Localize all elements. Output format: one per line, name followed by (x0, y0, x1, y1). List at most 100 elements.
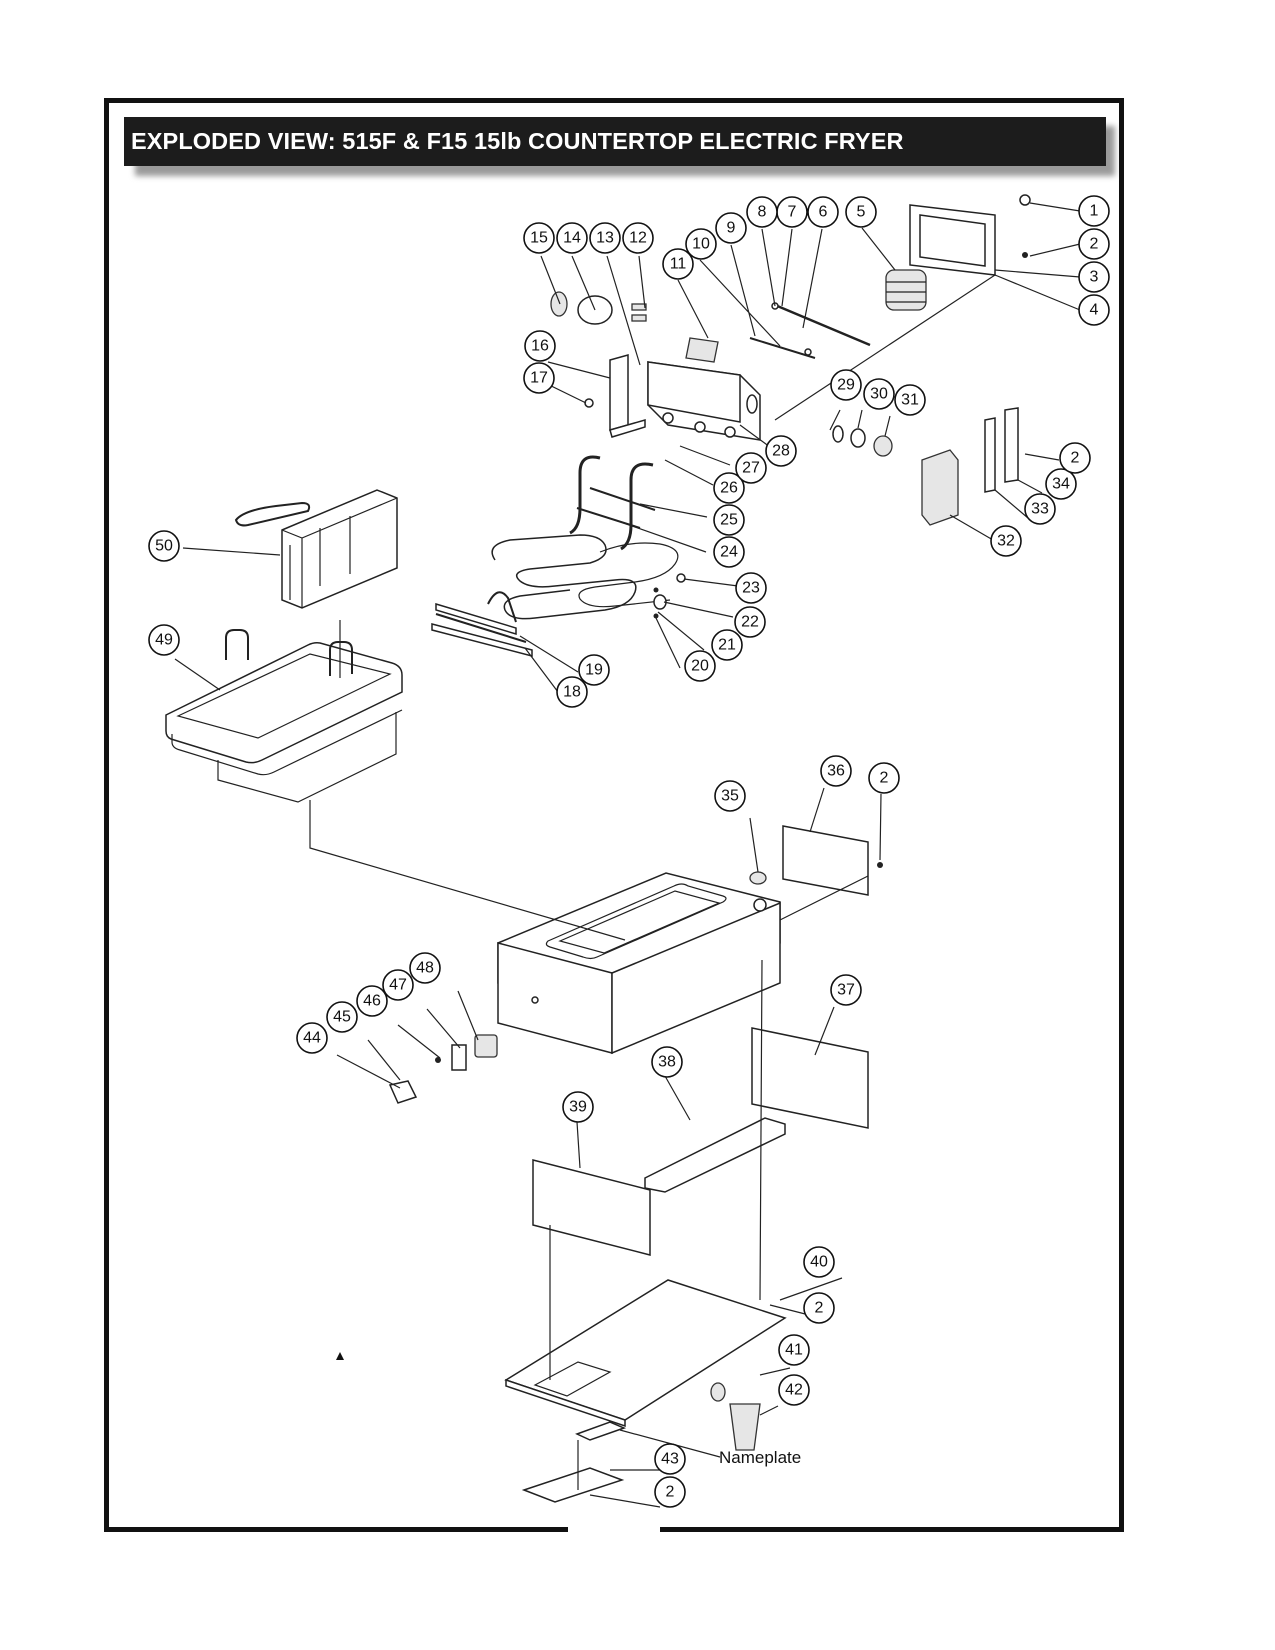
svg-text:2: 2 (1090, 236, 1099, 253)
svg-text:19: 19 (585, 662, 603, 679)
svg-text:37: 37 (837, 982, 855, 999)
svg-text:1: 1 (1090, 203, 1099, 220)
svg-text:7: 7 (788, 204, 797, 221)
callout-20: 20 (684, 650, 716, 682)
callout-16: 16 (524, 330, 556, 362)
callout-22: 22 (734, 606, 766, 638)
element-hardware (653, 573, 686, 619)
svg-text:15: 15 (530, 230, 548, 247)
callout-2d: 2 (654, 1476, 686, 1508)
thermostat (685, 337, 719, 363)
callout-25: 25 (713, 504, 745, 536)
svg-text:2: 2 (1071, 450, 1080, 467)
top-plug-and-panel (749, 825, 883, 896)
svg-text:9: 9 (727, 220, 736, 237)
callout-2e: 2 (1059, 442, 1091, 474)
svg-text:2: 2 (815, 1300, 824, 1317)
callout-38: 38 (651, 1046, 683, 1078)
nameplate-label: Nameplate (719, 1448, 801, 1467)
callout-2c: 2 (803, 1292, 835, 1324)
callout-33: 33 (1024, 493, 1056, 525)
svg-text:39: 39 (569, 1099, 587, 1116)
callout-31: 31 (894, 384, 926, 416)
svg-text:8: 8 (758, 204, 767, 221)
svg-text:2: 2 (666, 1484, 675, 1501)
heating-element (491, 455, 679, 620)
callout-43: 43 (654, 1443, 686, 1475)
svg-text:18: 18 (563, 684, 581, 701)
callout-4: 4 (1078, 294, 1110, 326)
rear-plate (909, 194, 1031, 276)
svg-text:24: 24 (720, 544, 738, 561)
svg-text:30: 30 (870, 386, 888, 403)
svg-text:34: 34 (1052, 476, 1070, 493)
callout-37: 37 (830, 974, 862, 1006)
svg-text:42: 42 (785, 1382, 803, 1399)
svg-text:23: 23 (742, 580, 760, 597)
svg-text:49: 49 (155, 632, 173, 649)
svg-text:33: 33 (1031, 501, 1049, 518)
callout-5: 5 (845, 196, 877, 228)
callout-12: 12 (622, 222, 654, 254)
fry-pot (165, 629, 403, 803)
control-head (647, 361, 761, 441)
callout-40: 40 (803, 1246, 835, 1278)
callout-21: 21 (711, 629, 743, 661)
svg-text:40: 40 (810, 1254, 828, 1271)
element-bracket (584, 354, 646, 438)
border-gap (568, 1522, 660, 1536)
element-clamps (576, 487, 656, 529)
callout-2: 2 (1078, 228, 1110, 260)
support-channel (644, 1117, 786, 1193)
nameplate-parts (336, 1352, 627, 1503)
callout-29: 29 (830, 369, 862, 401)
callout-23: 23 (735, 572, 767, 604)
fryer-cabinet (497, 872, 781, 1055)
callout-35: 35 (714, 780, 746, 812)
svg-text:36: 36 (827, 763, 845, 780)
svg-text:22: 22 (741, 614, 759, 631)
callout-42: 42 (778, 1374, 810, 1406)
basket-hanger (431, 591, 533, 657)
callout-18: 18 (556, 676, 588, 708)
svg-text:50: 50 (155, 538, 173, 555)
svg-text:11: 11 (670, 256, 687, 273)
callout-48: 48 (409, 952, 441, 984)
front-panel (532, 1159, 651, 1256)
svg-text:46: 46 (363, 993, 381, 1010)
svg-text:27: 27 (742, 460, 760, 477)
page-title: EXPLODED VIEW: 515F & F15 15lb COUNTERTO… (124, 117, 1106, 166)
callout-17: 17 (523, 362, 555, 394)
callout-30: 30 (863, 378, 895, 410)
triangle-marker-icon (336, 1352, 344, 1360)
callout-28: 28 (765, 435, 797, 467)
svg-text:25: 25 (720, 512, 738, 529)
bottom-pan (504, 1279, 787, 1428)
callout-44: 44 (296, 1022, 328, 1054)
callout-26: 26 (713, 472, 745, 504)
callout-6: 6 (807, 196, 839, 228)
callout-27: 27 (735, 452, 767, 484)
svg-text:26: 26 (720, 480, 738, 497)
fry-basket (234, 489, 398, 609)
callout-8: 8 (746, 196, 778, 228)
svg-text:2: 2 (880, 770, 889, 787)
svg-text:45: 45 (333, 1009, 351, 1026)
svg-text:10: 10 (692, 236, 710, 253)
callout-10: 10 (685, 228, 717, 260)
svg-text:16: 16 (531, 338, 549, 355)
power-switch (388, 1034, 498, 1104)
callout-45: 45 (326, 1001, 358, 1033)
svg-text:20: 20 (691, 658, 709, 675)
svg-text:6: 6 (819, 204, 828, 221)
svg-text:29: 29 (837, 377, 855, 394)
callout-47: 47 (382, 969, 414, 1001)
svg-text:5: 5 (857, 204, 866, 221)
adjustable-leg (710, 1382, 761, 1451)
svg-text:41: 41 (785, 1342, 803, 1359)
callout-7: 7 (776, 196, 808, 228)
svg-text:47: 47 (389, 977, 407, 994)
callout-3: 3 (1078, 261, 1110, 293)
svg-text:12: 12 (629, 230, 647, 247)
